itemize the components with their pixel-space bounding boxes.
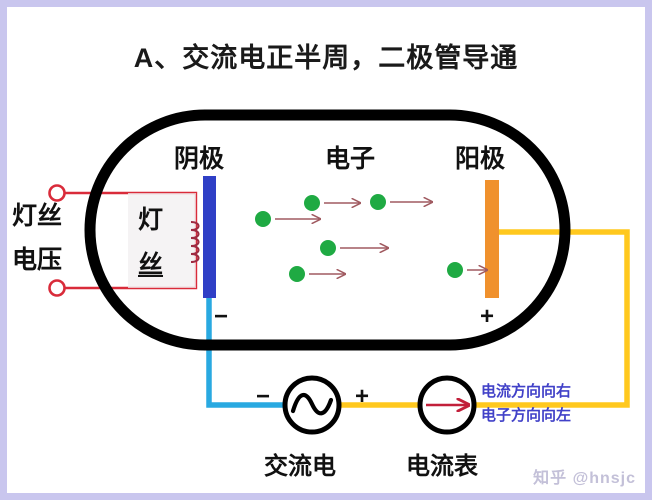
- filament-coil-icon: [190, 220, 200, 264]
- cathode-electrode: [203, 176, 216, 298]
- filament-box-shade: [128, 193, 196, 288]
- watermark: 知乎 @hnsjc: [533, 470, 636, 487]
- vacuum-tube-envelope: [84, 109, 571, 351]
- anode-polarity-sign: +: [480, 303, 495, 330]
- electron-particle: [255, 211, 320, 227]
- current-direction-annotation: 电流方向向右: [481, 383, 572, 400]
- electron-group: [255, 194, 487, 282]
- ac-source-minus-sign: −: [256, 383, 271, 410]
- anode-electrode: [485, 180, 499, 298]
- ac-source-name-label: 交流电: [264, 453, 336, 480]
- ammeter-symbol: [417, 375, 477, 435]
- anode-label: 阳极: [455, 145, 506, 173]
- electrons-label: 电子: [325, 145, 376, 173]
- electron-direction-annotation: 电子方向向左: [481, 407, 572, 424]
- filament-voltage-label-line2: 电压: [12, 246, 63, 274]
- electron-particle: [304, 195, 360, 211]
- cathode-label: 阴极: [174, 145, 225, 173]
- electron-particle: [289, 266, 345, 282]
- ammeter-name-label: 电流表: [406, 453, 478, 480]
- electron-particle: [447, 262, 487, 278]
- electron-particle: [370, 194, 432, 210]
- electron-particle: [320, 240, 388, 256]
- cathode-polarity-sign: −: [214, 303, 229, 330]
- cathode-wire: [206, 296, 285, 408]
- page-title: A、交流电正半周，二极管导通: [133, 43, 519, 73]
- ac-source-symbol: [282, 375, 342, 435]
- filament-label-line1: 灯: [138, 206, 164, 234]
- ac-source-plus-sign: +: [355, 383, 370, 410]
- filament-terminal-top: [48, 184, 66, 202]
- filament-voltage-label-line1: 灯丝: [12, 202, 63, 230]
- filament-label-line2: 丝: [138, 251, 164, 279]
- filament-terminal-bottom: [48, 279, 66, 297]
